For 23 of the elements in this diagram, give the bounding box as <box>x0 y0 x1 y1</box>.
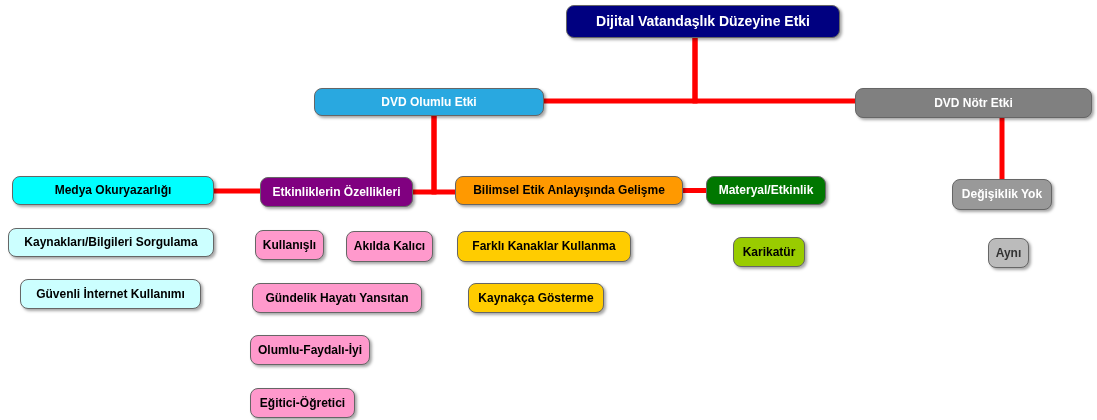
subtopic-box: Kaynakça Gösterme <box>468 283 604 313</box>
topic-box: DVD Olumlu Etki <box>314 88 544 116</box>
root-box: Dijital Vatandaşlık Düzeyine Etki <box>566 5 840 38</box>
connector-line <box>683 188 706 193</box>
subtopic-box: Olumlu-Faydalı-İyi <box>250 335 370 365</box>
subtopic-box: Kaynakları/Bilgileri Sorgulama <box>8 228 214 257</box>
topic-box: Değişiklik Yok <box>952 179 1052 210</box>
subtopic-box: Farklı Kanaklar Kullanma <box>457 231 631 262</box>
topic-box: DVD Nötr Etki <box>855 88 1092 118</box>
connector-line <box>214 188 260 194</box>
subtopic-box: Akılda Kalıcı <box>346 231 433 262</box>
subtopic-box: Kullanışlı <box>255 230 324 260</box>
connector-line <box>431 116 455 195</box>
topic-box: Materyal/Etkinlik <box>706 176 826 205</box>
topic-box: Etkinliklerin Özellikleri <box>260 177 413 207</box>
subtopic-box: Eğitici-Öğretici <box>250 388 355 418</box>
subtopic-box: Karikatür <box>733 237 805 267</box>
subtopic-box: Güvenli İnternet Kullanımı <box>20 279 201 309</box>
subtopic-box: Gündelik Hayatı Yansıtan <box>252 283 422 313</box>
topic-box: Bilimsel Etik Anlayışında Gelişme <box>455 176 683 205</box>
connector-line <box>692 38 855 104</box>
subtopic-box: Aynı <box>988 238 1029 268</box>
topic-box: Medya Okuryazarlığı <box>12 176 214 205</box>
